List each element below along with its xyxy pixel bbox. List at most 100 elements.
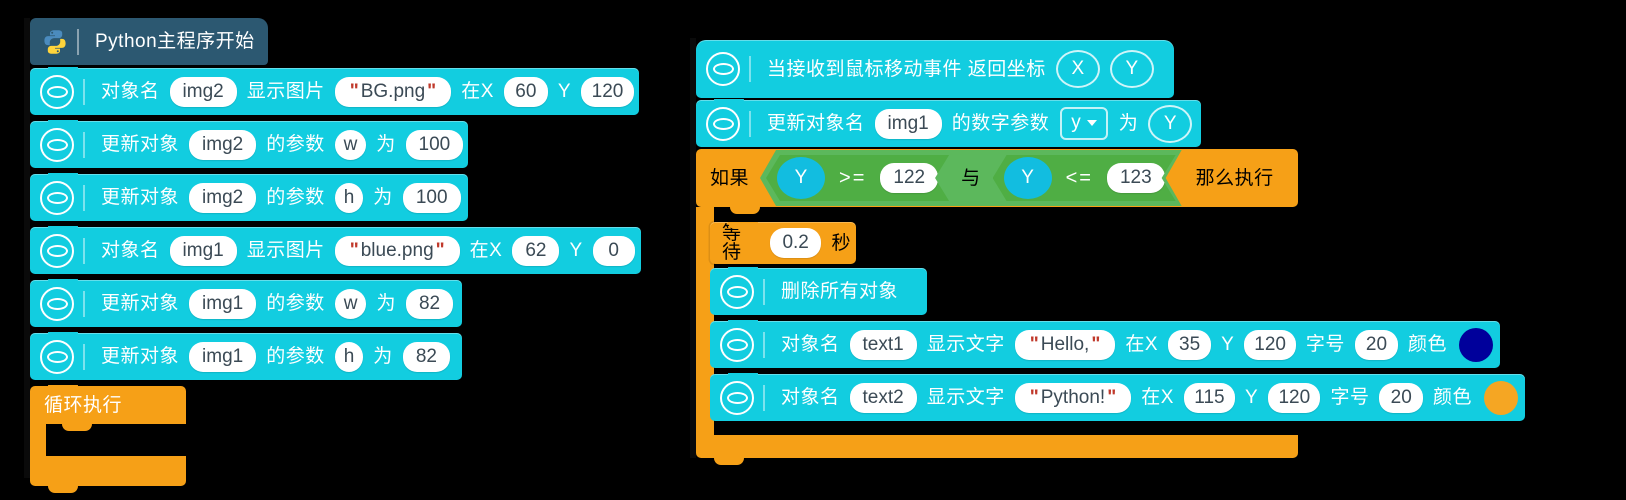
label-and: 与 <box>961 167 981 189</box>
label-then-do: 那么执行 <box>1195 167 1274 189</box>
field-text-content[interactable]: "Python!" <box>1014 382 1132 413</box>
field-x[interactable]: 62 <box>512 235 560 266</box>
label-assign: 为 <box>376 293 396 314</box>
block-show-image-img2[interactable]: 对象名 img2 显示图片 "BG.png" 在X 60 Y 120 <box>30 67 639 115</box>
hat-divider <box>77 28 79 55</box>
block-update-param-img1-w[interactable]: 更新对象 img1 的参数 w 为 82 <box>30 279 462 327</box>
field-compare-value[interactable]: 122 <box>880 163 938 193</box>
if-footer <box>696 435 1298 458</box>
field-object-name[interactable]: img2 <box>189 182 257 213</box>
comparison-right[interactable]: Y <= 123 <box>993 155 1176 201</box>
variable-token-x[interactable]: X <box>1055 50 1100 88</box>
field-object-name[interactable]: img2 <box>169 76 237 107</box>
label-param: 的参数 <box>266 293 325 314</box>
label-assign: 为 <box>373 346 393 367</box>
ellipse-icon <box>706 52 740 86</box>
ellipse-icon <box>720 380 754 415</box>
field-param-value[interactable]: 100 <box>402 182 461 213</box>
label-param: 的参数 <box>266 187 325 208</box>
block-divider <box>83 131 85 158</box>
label-object-name: 对象名 <box>101 240 160 261</box>
field-object-name[interactable]: img2 <box>189 129 257 160</box>
block-update-param-img2-w[interactable]: 更新对象 img2 的参数 w 为 100 <box>30 120 468 168</box>
boolean-and-expression[interactable]: Y >= 122 与 Y <= 123 <box>760 150 1182 206</box>
ellipse-icon <box>706 106 740 141</box>
field-object-name[interactable]: img1 <box>169 235 237 266</box>
field-font-size[interactable]: 20 <box>1379 382 1423 413</box>
field-param-key[interactable]: h <box>334 182 364 213</box>
variable-token-y[interactable]: Y <box>1109 50 1154 88</box>
label-font-size: 字号 <box>1330 387 1370 408</box>
label-y: Y <box>1245 387 1259 408</box>
block-divider <box>749 56 751 82</box>
field-param-key[interactable]: w <box>334 288 367 319</box>
field-compare-value[interactable]: 123 <box>1107 163 1165 193</box>
block-delete-all-objects[interactable]: 删除所有对象 <box>710 267 927 315</box>
ellipse-icon <box>40 127 74 162</box>
field-object-name[interactable]: img1 <box>189 341 257 372</box>
block-update-param-img1-h[interactable]: 更新对象 img1 的参数 h 为 82 <box>30 332 462 380</box>
block-wait[interactable]: 等待 0.2 秒 <box>710 222 856 264</box>
field-x[interactable]: 60 <box>503 76 548 107</box>
dropdown-param-key[interactable]: y <box>1060 107 1108 140</box>
field-param-key[interactable]: h <box>334 341 364 372</box>
field-y[interactable]: 120 <box>1268 382 1321 413</box>
field-object-name[interactable]: img1 <box>189 288 257 319</box>
field-y[interactable]: 0 <box>592 235 635 266</box>
field-font-size[interactable]: 20 <box>1354 329 1398 360</box>
ellipse-icon <box>40 180 74 215</box>
operator-gte: >= <box>839 166 867 189</box>
field-object-name[interactable]: text2 <box>849 382 917 413</box>
hat-block-python-start[interactable]: Python主程序开始 <box>30 18 268 65</box>
label-at-x: 在X <box>1125 334 1159 355</box>
variable-token-y[interactable]: Y <box>1148 104 1193 143</box>
field-image-path-text: blue.png <box>360 239 434 261</box>
dropdown-param-key-value: y <box>1071 112 1081 133</box>
label-show-image: 显示图片 <box>246 240 325 261</box>
right-stack-edge <box>690 38 696 458</box>
field-param-value[interactable]: 100 <box>405 129 463 160</box>
field-text-content[interactable]: "Hello," <box>1014 329 1116 360</box>
comparison-left[interactable]: Y >= 122 <box>766 155 949 201</box>
label-param: 的参数 <box>266 346 325 367</box>
field-wait-seconds[interactable]: 0.2 <box>769 228 822 258</box>
field-object-name[interactable]: text1 <box>849 329 917 360</box>
field-param-key[interactable]: w <box>334 129 367 160</box>
loop-footer <box>30 456 186 486</box>
block-show-image-img1[interactable]: 对象名 img1 显示图片 "blue.png" 在X 62 Y 0 <box>30 226 641 274</box>
label-y: Y <box>557 81 572 102</box>
field-image-path[interactable]: "BG.png" <box>334 76 452 107</box>
python-logo-icon <box>42 29 68 55</box>
operator-lte: <= <box>1065 166 1093 189</box>
label-assign: 为 <box>1118 113 1139 134</box>
block-show-text-text1[interactable]: 对象名 text1 显示文字 "Hello," 在X 35 Y 120 字号 2… <box>710 320 1500 368</box>
variable-token-y[interactable]: Y <box>1004 157 1052 199</box>
color-swatch[interactable] <box>1459 327 1494 362</box>
block-if-then[interactable]: 如果 Y >= 122 与 Y <= 123 那么执行 <box>696 149 1298 465</box>
ellipse-icon <box>40 74 74 109</box>
field-object-name[interactable]: img1 <box>874 108 942 139</box>
variable-token-y[interactable]: Y <box>777 157 825 199</box>
loop-left-spine <box>30 424 46 456</box>
field-param-value[interactable]: 82 <box>405 288 454 319</box>
field-param-value[interactable]: 82 <box>402 341 450 372</box>
if-header[interactable]: 如果 Y >= 122 与 Y <= 123 那么执行 <box>696 149 1298 207</box>
field-image-path[interactable]: "blue.png" <box>334 235 460 266</box>
label-show-text: 显示文字 <box>926 334 1005 355</box>
field-y[interactable]: 120 <box>581 76 634 107</box>
block-on-mouse-move[interactable]: 当接收到鼠标移动事件 返回坐标 X Y <box>696 40 1174 98</box>
block-loop-forever[interactable]: 循环执行 <box>30 385 186 493</box>
block-update-numeric-param[interactable]: 更新对象名 img1 的数字参数 y 为 Y <box>696 99 1201 147</box>
block-divider <box>83 343 85 370</box>
block-show-text-text2[interactable]: 对象名 text2 显示文字 "Python!" 在X 115 Y 120 字号… <box>710 373 1525 421</box>
label-at-x: 在X <box>1141 387 1174 408</box>
block-update-param-img2-h[interactable]: 更新对象 img2 的参数 h 为 100 <box>30 173 468 221</box>
field-x[interactable]: 35 <box>1168 329 1212 360</box>
color-swatch[interactable] <box>1484 380 1518 415</box>
label-if: 如果 <box>710 167 750 189</box>
loop-mouth-notch <box>62 424 92 431</box>
loop-header[interactable]: 循环执行 <box>30 385 186 424</box>
field-x[interactable]: 115 <box>1183 382 1235 413</box>
field-y[interactable]: 120 <box>1244 329 1296 360</box>
